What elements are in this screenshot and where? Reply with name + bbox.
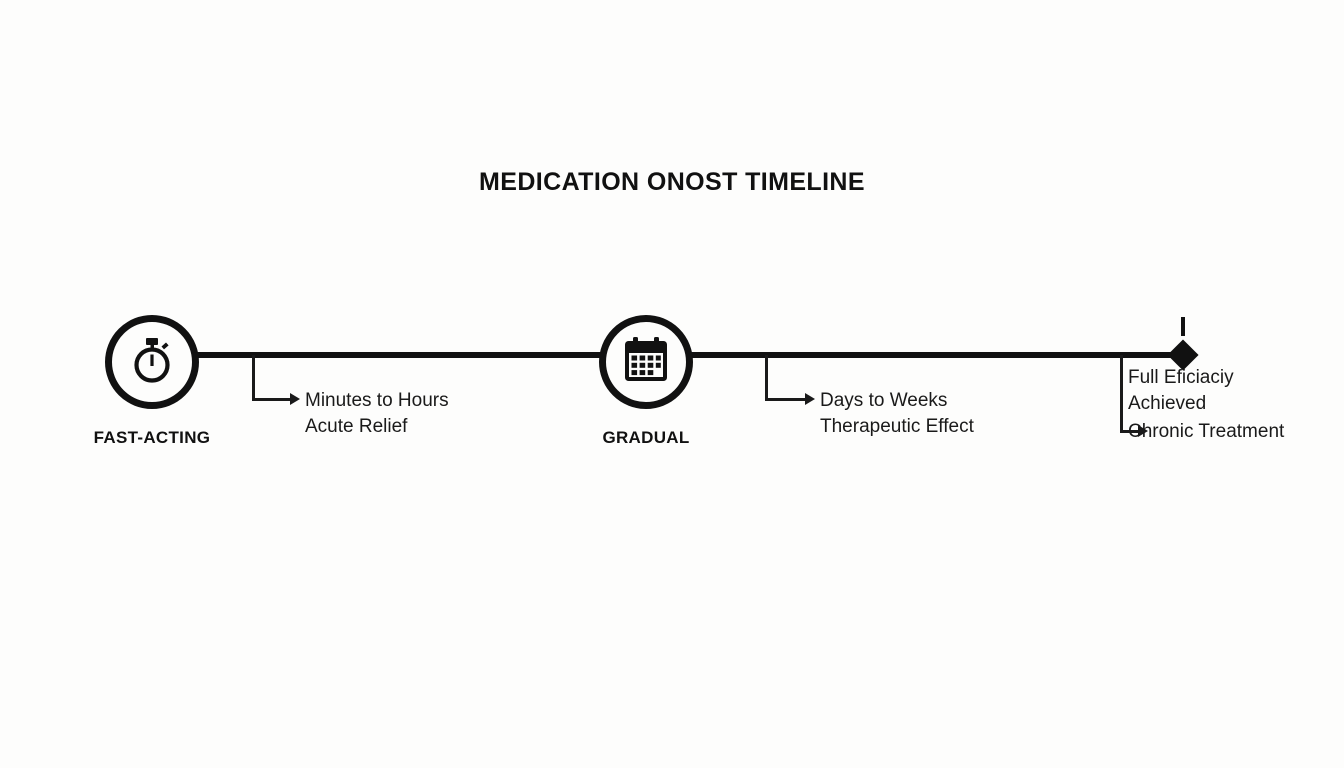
connector-arrow-fast-acting	[252, 355, 300, 405]
calendar-icon	[620, 334, 672, 391]
connector-horizontal-segment	[765, 398, 811, 401]
connector-arrow-full-efficacy	[1120, 355, 1148, 437]
annotation-line-duration: Days to Weeks	[820, 390, 948, 411]
arrowhead-icon	[805, 393, 815, 405]
connector-vertical-segment	[765, 355, 768, 401]
annotation-gradual: Days to Weeks Therapeutic Effect	[820, 388, 974, 440]
arrowhead-icon	[290, 393, 300, 405]
milestone-node-fast-acting	[105, 315, 199, 409]
connector-horizontal-segment	[1120, 430, 1144, 433]
connector-arrow-gradual	[765, 355, 815, 405]
annotation-line-achieved: Achieved	[1128, 393, 1207, 414]
annotation-line-effect: Acute Relief	[305, 416, 408, 437]
annotation-line-efficacy: Full Eficiaciy	[1128, 367, 1234, 388]
milestone-label-fast-acting: FAST-ACTING	[93, 428, 211, 447]
connector-vertical-segment	[1120, 355, 1123, 433]
connector-vertical-segment	[252, 355, 255, 401]
timeline-end-tick	[1181, 317, 1185, 336]
milestone-label-gradual: GRADUAL	[602, 428, 690, 447]
annotation-line-duration: Minutes to Hours	[305, 390, 449, 411]
annotation-line-chronic: Chronic Treatment	[1128, 421, 1285, 442]
connector-horizontal-segment	[252, 398, 296, 401]
milestone-node-gradual	[599, 315, 693, 409]
annotation-line-effect: Therapeutic Effect	[820, 416, 974, 437]
annotation-chronic-treatment: Chronic Treatment	[1128, 419, 1284, 445]
page-title: MEDICATION ONOST TIMELINE	[479, 168, 865, 196]
arrowhead-icon	[1138, 425, 1148, 437]
annotation-fast-acting: Minutes to Hours Acute Relief	[305, 388, 449, 440]
annotation-full-efficacy: Full Eficiaciy Achieved	[1128, 365, 1234, 417]
stopwatch-icon	[125, 333, 179, 392]
